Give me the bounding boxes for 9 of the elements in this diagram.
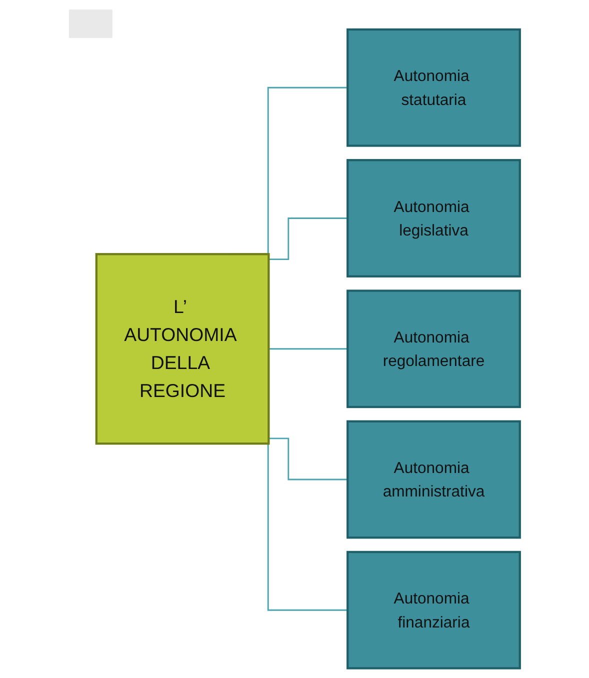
node-box: L’ AUTONOMIA DELLA REGIONE [95, 253, 270, 445]
connector [268, 438, 348, 480]
connector [268, 348, 348, 350]
node-box: Autonomia regolamentare [346, 290, 521, 408]
node-box: Autonomia finanziaria [346, 550, 521, 670]
node-box: Autonomia legislativa [346, 159, 521, 278]
node-box: Autonomia statutaria [346, 28, 521, 147]
connector [268, 218, 348, 260]
node-box: Autonomia amministrativa [346, 420, 521, 539]
